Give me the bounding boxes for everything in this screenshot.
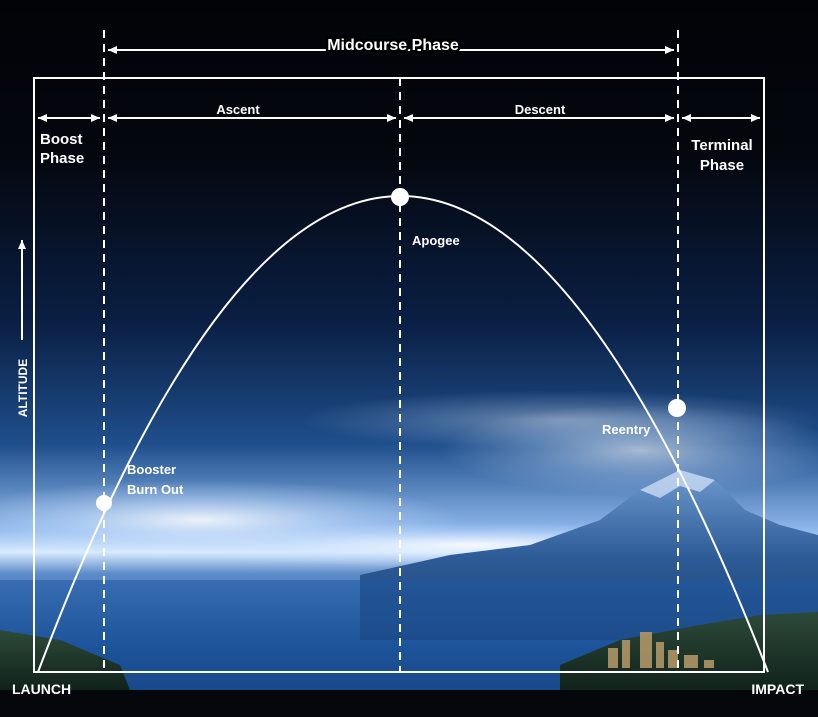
terminal-phase-label-line2: Phase — [700, 157, 744, 174]
apogee-label: Apogee — [412, 233, 460, 248]
ascent-label: Ascent — [216, 102, 260, 117]
right-shore — [560, 612, 818, 690]
cloud-haze-right — [300, 390, 818, 450]
reentry-point — [668, 399, 686, 417]
bottom-strip — [0, 690, 818, 717]
launch-label: LAUNCH — [12, 681, 71, 697]
descent-label: Descent — [515, 102, 566, 117]
left-shore — [0, 630, 130, 690]
booster-label-line2: Burn Out — [127, 482, 184, 497]
city-buildings — [608, 632, 714, 668]
reentry-label: Reentry — [602, 422, 651, 437]
midcourse-phase-label: Midcourse Phase — [327, 37, 459, 54]
booster-label-line1: Booster — [127, 462, 176, 477]
booster-burnout-point — [96, 495, 112, 511]
altitude-label: ALTITUDE — [16, 359, 30, 417]
impact-label: IMPACT — [751, 681, 804, 697]
terminal-phase-label-line1: Terminal — [691, 137, 752, 154]
boost-phase-label-line2: Phase — [40, 150, 84, 167]
boost-phase-label-line1: Boost — [40, 131, 83, 148]
apogee-point — [391, 188, 409, 206]
